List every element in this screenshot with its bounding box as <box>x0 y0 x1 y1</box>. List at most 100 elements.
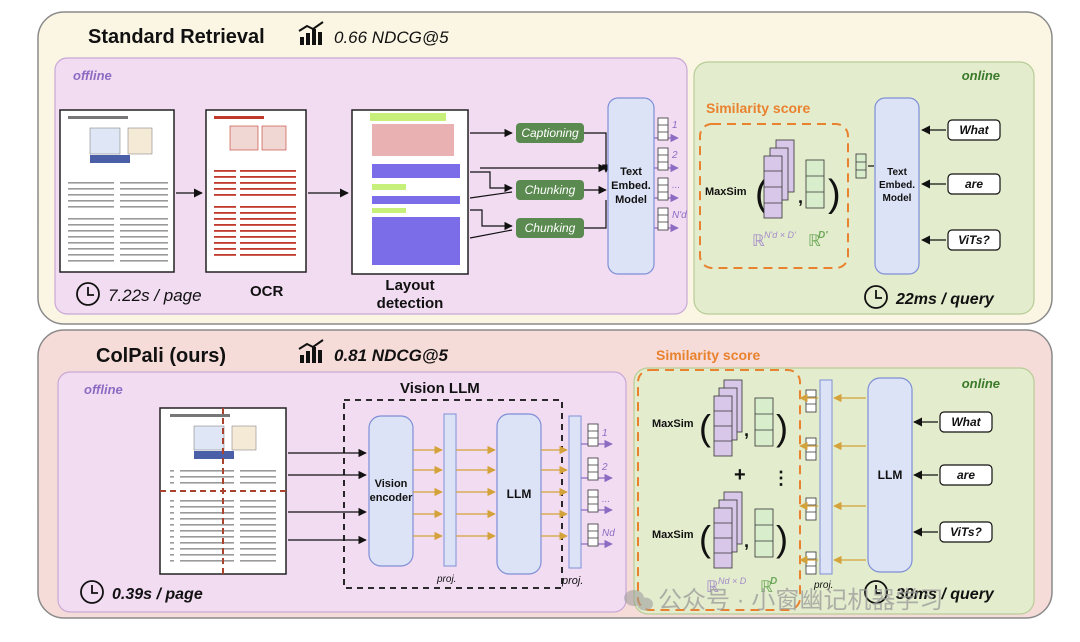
embedding-vector <box>657 177 669 201</box>
query-proj-bar <box>819 379 833 575</box>
layout-page-thumbnail <box>351 109 469 275</box>
colpali-online-label: online <box>962 376 1000 391</box>
doc-matrix-stack <box>763 139 795 219</box>
online-embed-line3: Model <box>883 193 912 204</box>
colpali-metric: 0.81 NDCG@5 <box>334 346 448 365</box>
vector-index: Nd <box>602 528 615 539</box>
svg-text:,: , <box>744 531 749 551</box>
layout-label-line1: Layout <box>385 277 434 294</box>
svg-text:ℝ: ℝ <box>808 233 821 250</box>
embed-line1: Text <box>620 166 642 178</box>
vector-index: 1 <box>602 428 608 439</box>
colpali-similarity-box <box>637 369 801 611</box>
proj-label-1: proj. <box>436 574 456 585</box>
colpali-dim-query: D <box>770 576 777 587</box>
vision-llm-label: Vision LLM <box>400 380 480 397</box>
standard-similarity-box <box>699 123 849 269</box>
query-proj-label: proj. <box>813 580 833 591</box>
vector-index: 2 <box>671 150 678 161</box>
query-token-box <box>947 119 1001 141</box>
embed-line3: Model <box>615 194 647 206</box>
vision-encoder-line1: Vision <box>375 478 408 490</box>
query-vector <box>805 159 825 209</box>
clock-icon <box>864 580 888 604</box>
standard-time-online: 22ms / query <box>895 291 995 308</box>
llm-box <box>496 413 542 575</box>
llm-label: LLM <box>507 487 532 501</box>
vision-encoder-line2: encoder <box>370 492 414 504</box>
query-token-box <box>947 229 1001 251</box>
standard-metric: 0.66 NDCG@5 <box>334 28 449 47</box>
svg-text:,: , <box>744 420 749 440</box>
svg-text:ℝ: ℝ <box>706 579 719 596</box>
embedding-vector <box>587 423 599 447</box>
colpali-time-offline: 0.39s / page <box>112 586 203 603</box>
vision-encoder-box <box>368 415 414 567</box>
embedding-vector <box>657 207 669 231</box>
embedding-vector <box>657 117 669 141</box>
query-embedding-vector <box>805 437 817 461</box>
offline-output-vectors: 12...N'd <box>654 117 687 233</box>
colpali-similarity-title: Similarity score <box>656 347 760 363</box>
colpali-title: ColPali (ours) <box>96 345 226 367</box>
layout-label-line2: detection <box>377 295 444 312</box>
query-token-box <box>939 521 993 543</box>
svg-text:,: , <box>798 187 803 207</box>
vertical-ellipsis: ⋮ <box>772 468 790 488</box>
chunking-box-1 <box>516 180 584 200</box>
embedding-vector <box>587 523 599 547</box>
colpali-time-online: 30ms / query <box>896 586 995 603</box>
paren-close: ) <box>828 173 841 215</box>
clock-icon <box>76 282 100 306</box>
text-embed-model-online <box>874 97 920 275</box>
chart-icon <box>298 21 324 45</box>
colpali-dim-doc: Nd × D <box>718 576 747 586</box>
text-embed-model-offline <box>607 97 655 275</box>
vector-index: 1 <box>672 120 678 131</box>
vector-index: 2 <box>601 462 608 473</box>
embedding-vector <box>587 457 599 481</box>
vision-llm-token-arrows <box>413 445 568 541</box>
plus-sign: + <box>734 464 746 486</box>
svg-text:): ) <box>776 407 788 448</box>
colpali-online-box <box>633 367 1035 615</box>
query-embedding-vector <box>805 497 817 521</box>
vector-index: ... <box>672 180 680 191</box>
query-token-vectors <box>799 389 866 575</box>
maxsim-group-bottom: MaxSim ( , ) <box>652 491 788 569</box>
colpali-output-vectors: 12...Nd <box>581 423 615 549</box>
online-embed-line2: Embed. <box>879 180 915 191</box>
colpali-page-thumbnail <box>159 407 287 575</box>
watermark: 公众号 · 小窗幽记机器学习 <box>658 587 943 614</box>
colpali-offline-label: offline <box>84 382 123 397</box>
standard-similarity-title: Similarity score <box>706 100 810 116</box>
embedding-vector <box>587 489 599 513</box>
ocr-page-thumbnail <box>205 109 307 273</box>
maxsim-bottom: MaxSim <box>652 529 694 541</box>
svg-text:): ) <box>776 518 788 559</box>
document-page-thumbnail <box>59 109 175 273</box>
query-embedding-vector <box>805 551 817 575</box>
proj-label-2: proj. <box>561 575 583 587</box>
query-token: ViTs? <box>950 525 982 539</box>
maxsim-group-top: MaxSim ( , ) <box>652 379 788 457</box>
query-token: ViTs? <box>958 233 990 247</box>
query-embedding-vector <box>805 389 817 413</box>
standard-offline-label: offline <box>73 68 112 83</box>
query-token: are <box>965 177 983 191</box>
query-token-box <box>939 464 993 486</box>
maxsim-top: MaxSim <box>652 418 694 430</box>
proj-bar-2 <box>568 415 582 569</box>
embedding-vector <box>657 147 669 171</box>
captioning-box <box>516 123 584 143</box>
query-llm-label: LLM <box>878 468 903 482</box>
clock-icon <box>864 285 888 309</box>
svg-text:(: ( <box>699 407 711 448</box>
query-token-box <box>947 173 1001 195</box>
captioning-label: Captioning <box>521 126 579 140</box>
svg-text:(: ( <box>699 518 711 559</box>
chunking-box-2 <box>516 218 584 238</box>
chunking-label-2: Chunking <box>525 221 576 235</box>
